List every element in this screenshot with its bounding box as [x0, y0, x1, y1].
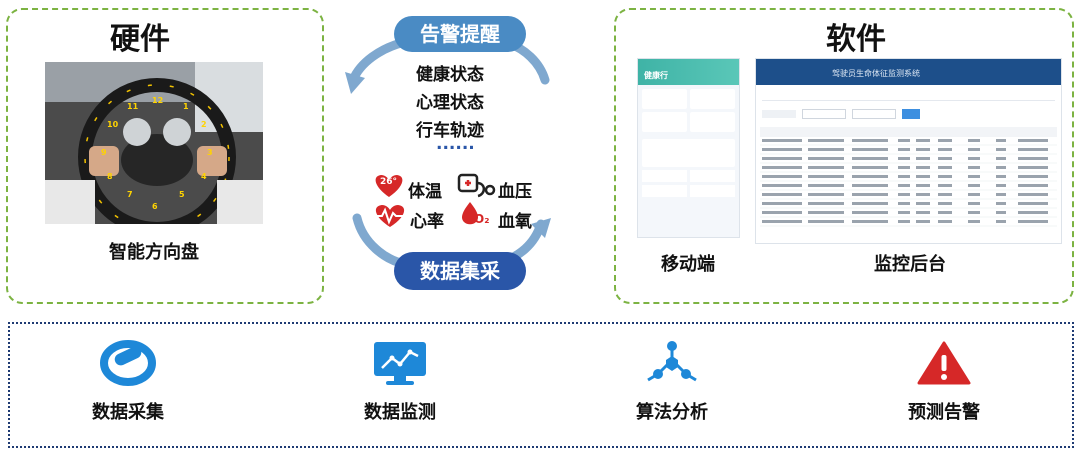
- feature-data-monitoring: 数据监测: [300, 340, 500, 424]
- feature-label: 算法分析: [636, 402, 708, 423]
- feature-label: 数据采集: [92, 402, 164, 423]
- console-mockup: 驾驶员生命体征监测系统: [755, 58, 1062, 244]
- hardware-panel: [6, 8, 324, 304]
- monitor-chart-icon: [374, 342, 426, 385]
- phone-header: 健康行: [638, 59, 739, 85]
- wheel-marker-3: 3: [207, 148, 213, 157]
- vital-blood-oxygen: 血氧: [498, 212, 532, 232]
- console-header: 驾驶员生命体征监测系统: [756, 59, 1061, 85]
- alert-item-health: 健康状态: [416, 65, 484, 85]
- feature-strip: [8, 322, 1074, 448]
- wheel-marker-8: 8: [107, 172, 113, 181]
- wheel-marker-11: 11: [127, 102, 139, 111]
- collection-pill: 数据集采: [394, 252, 526, 290]
- wheel-marker-2: 2: [201, 120, 207, 129]
- wheel-marker-7: 7: [127, 190, 133, 199]
- wheel-marker-12: 12: [152, 96, 164, 105]
- console-header-title: 驾驶员生命体征监测系统: [832, 69, 920, 78]
- wheel-marker-1: 1: [183, 102, 189, 111]
- feature-data-collection: 数据采集: [28, 340, 228, 424]
- wheel-markers: 12 11 1 10 2 9 3 8 4 7 5 6: [45, 62, 263, 224]
- thermometer-icon: 26°: [372, 174, 406, 198]
- alert-more: ......: [436, 134, 475, 154]
- alert-item-track: 行车轨迹: [416, 121, 484, 141]
- console-caption: 监控后台: [874, 254, 946, 275]
- vital-temperature: 体温: [408, 182, 442, 202]
- feature-algorithm-analysis: 算法分析: [572, 340, 772, 424]
- hardware-caption: 智能方向盘: [109, 242, 199, 263]
- wheel-marker-5: 5: [179, 190, 185, 199]
- feature-label: 数据监测: [364, 402, 436, 423]
- blood-pressure-icon: [456, 172, 496, 200]
- software-title: 软件: [826, 22, 886, 57]
- oxygen-icon: O₂: [458, 200, 494, 230]
- heart-rate-icon: [372, 204, 408, 228]
- wheel-marker-9: 9: [101, 148, 107, 157]
- feature-label: 预测告警: [908, 402, 980, 423]
- oxygen-badge: O₂: [474, 212, 490, 226]
- wristband-icon: [100, 340, 156, 386]
- mobile-caption: 移动端: [661, 254, 715, 275]
- wheel-marker-4: 4: [201, 172, 207, 181]
- phone-app-name: 健康行: [644, 71, 668, 80]
- alert-item-mental: 心理状态: [416, 93, 484, 113]
- wheel-marker-6: 6: [152, 202, 158, 211]
- steering-wheel-photo: 12 11 1 10 2 9 3 8 4 7 5 6: [45, 62, 263, 224]
- vital-heart-rate: 心率: [410, 212, 444, 232]
- warning-icon: [917, 341, 971, 385]
- console-table: [760, 127, 1057, 227]
- feature-predictive-alert: 预测告警: [844, 340, 1044, 424]
- wheel-marker-10: 10: [107, 120, 119, 129]
- thermometer-badge: 26°: [380, 177, 398, 187]
- network-icon: [647, 341, 697, 382]
- alert-pill: 告警提醒: [394, 16, 526, 52]
- software-panel: [614, 8, 1074, 304]
- hardware-title: 硬件: [110, 22, 170, 57]
- vital-blood-pressure: 血压: [498, 182, 532, 202]
- mobile-app-mockup: 健康行: [637, 58, 740, 238]
